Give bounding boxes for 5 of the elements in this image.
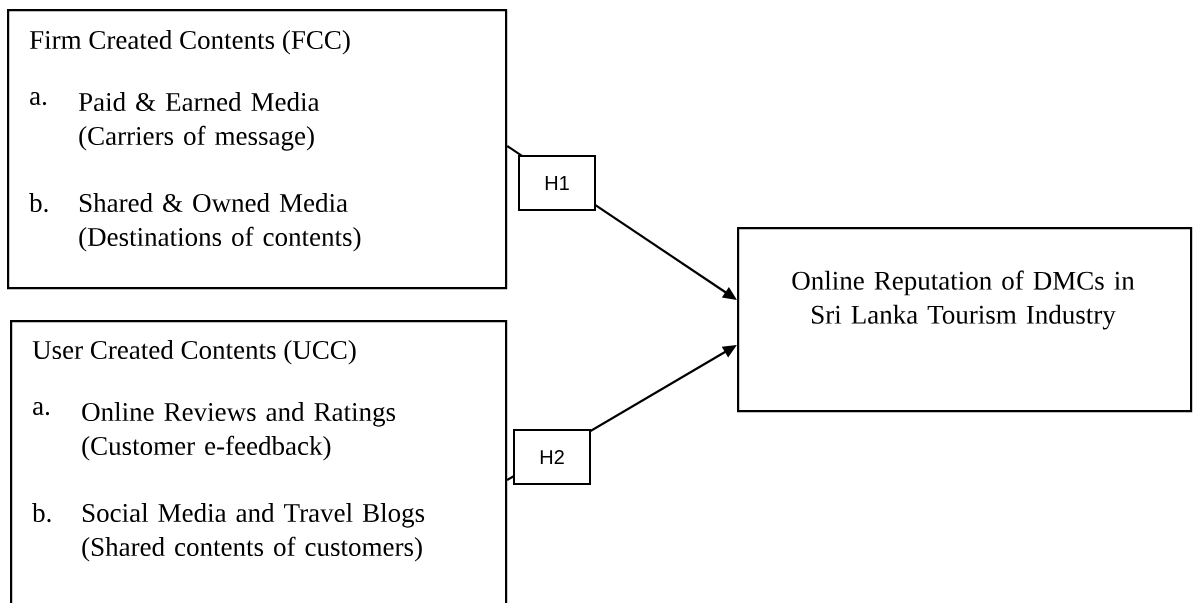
heading-box: Online Reputation of DMCs in Sri Lanka Tourism Industry — [737, 227, 1193, 413]
edge-label: H1 — [518, 155, 596, 211]
edge-label: H2 — [513, 429, 591, 485]
concept-box: User Created Contents (UCC) a. Online Reviews and Ratings (Customer e-feedback) b. Social Media and Travel Blogs (Shared contents of customers) — [10, 320, 508, 603]
concept-box: Firm Created Contents (FCC) a. Paid & Earned Media (Carriers of message) b. Shared & Owned Media (Destinations of contents) — [7, 9, 508, 290]
